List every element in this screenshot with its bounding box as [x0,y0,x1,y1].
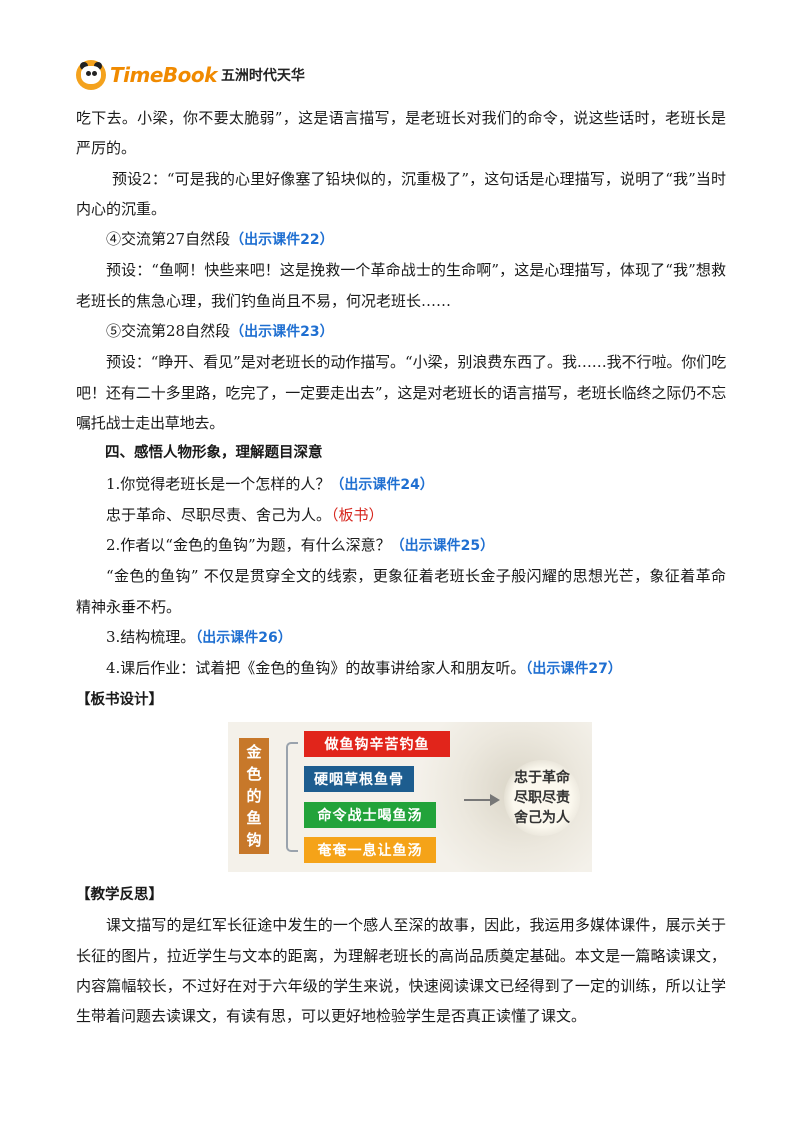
title-char: 的 [246,787,262,805]
question-text: 4.课后作业：试着把《金色的鱼钩》的故事讲给家人和朋友听。 [106,659,526,678]
section-heading: 四、感悟人物形象，理解题目深意 [105,445,323,462]
arrow-head-icon [490,794,500,806]
section-label: ⑤交流第28自然段 [106,322,231,341]
board-item: 奄奄一息让鱼汤 [304,837,436,863]
answer: “金色的鱼钩” 不仅是贯穿全文的线索，更象征着老班长金子般闪耀的思想光芒，象征着… [76,567,726,616]
title-char: 鱼 [246,809,262,827]
arrow-icon [464,799,492,801]
courseware-tag: （出示课件23） [230,324,334,341]
paragraph: ⑤交流第28自然段（出示课件23） [76,316,726,347]
board-design-image: 金 色 的 鱼 钩 做鱼钩辛苦钓鱼 硬咽草根鱼骨 命令战士喝鱼汤 奄奄一息让鱼汤… [228,722,592,872]
paragraph: 吃下去。小梁，你不要太脆弱”，这是语言描写，是老班长对我们的命令，说这些话时，老… [76,109,726,158]
answer: 忠于革命、尽职尽责、舍己为人。（板书） [76,500,726,530]
question: 4.课后作业：试着把《金色的鱼钩》的故事讲给家人和朋友听。（出示课件27） [76,653,726,684]
question: 3.结构梳理。（出示课件26） [76,622,726,653]
paragraph: 预设：“鱼啊！快些来吧！这是挽救一个革命战士的生命啊”，这是心理描写，体现了“我… [76,261,726,310]
answer-text: 忠于革命、尽职尽责、舍己为人。 [106,505,332,524]
result-line: 尽职尽责 [514,790,570,806]
board-tag: （板书） [331,505,384,524]
board-result: 忠于革命 尽职尽责 舍己为人 [504,760,580,836]
board-item: 做鱼钩辛苦钓鱼 [304,731,450,757]
board-design-heading: 【板书设计】 [76,691,163,708]
courseware-tag: （出示课件25） [390,538,495,555]
courseware-tag: （出示课件26） [195,630,292,647]
bracket-icon [286,742,298,852]
paragraph: ④交流第27自然段（出示课件22） [76,224,726,255]
title-char: 金 [246,743,262,761]
question-text: 3.结构梳理。 [106,628,196,647]
page-header: TimeBook 五洲时代天华 [76,58,305,92]
courseware-tag: （出示课件24） [330,476,434,493]
reflection-text: 课文描写的是红军长征途中发生的一个感人至深的故事，因此，我运用多媒体课件，展示关… [76,916,726,1026]
result-line: 忠于革命 [514,770,570,786]
question: 1.你觉得老班长是一个怎样的人？（出示课件24） [76,469,726,500]
paragraph: 预设：“睁开、看见”是对老班长的动作描写。“小梁，别浪费东西了。我……我不行啦。… [76,353,726,432]
board-item: 命令战士喝鱼汤 [304,802,436,828]
board-title: 金 色 的 鱼 钩 [239,738,269,854]
timebook-logo-icon [76,60,106,90]
title-char: 色 [246,765,262,783]
lesson-content: 吃下去。小梁，你不要太脆弱”，这是语言描写，是老班长对我们的命令，说这些话时，老… [76,103,726,715]
courseware-tag: （出示课件27） [525,661,622,678]
title-char: 钩 [246,831,262,849]
board-item: 硬咽草根鱼骨 [304,766,414,792]
question: 2.作者以“金色的鱼钩”为题，有什么深意？（出示课件25） [76,530,726,561]
question-text: 2.作者以“金色的鱼钩”为题，有什么深意？ [106,536,391,555]
brand-name: TimeBook [110,63,217,87]
teaching-reflection: 【教学反思】 课文描写的是红军长征途中发生的一个感人至深的故事，因此，我运用多媒… [76,880,726,1031]
question-text: 1.你觉得老班长是一个怎样的人？ [106,474,331,493]
reflection-heading: 【教学反思】 [76,887,163,903]
section-label: ④交流第27自然段 [106,230,231,249]
courseware-tag: （出示课件22） [230,232,334,249]
brand-name-cn: 五洲时代天华 [220,68,305,84]
paragraph: 预设2：“可是我的心里好像塞了铅块似的，沉重极了”，这句话是心理描写，说明了“我… [76,169,726,218]
result-line: 舍己为人 [514,810,570,826]
